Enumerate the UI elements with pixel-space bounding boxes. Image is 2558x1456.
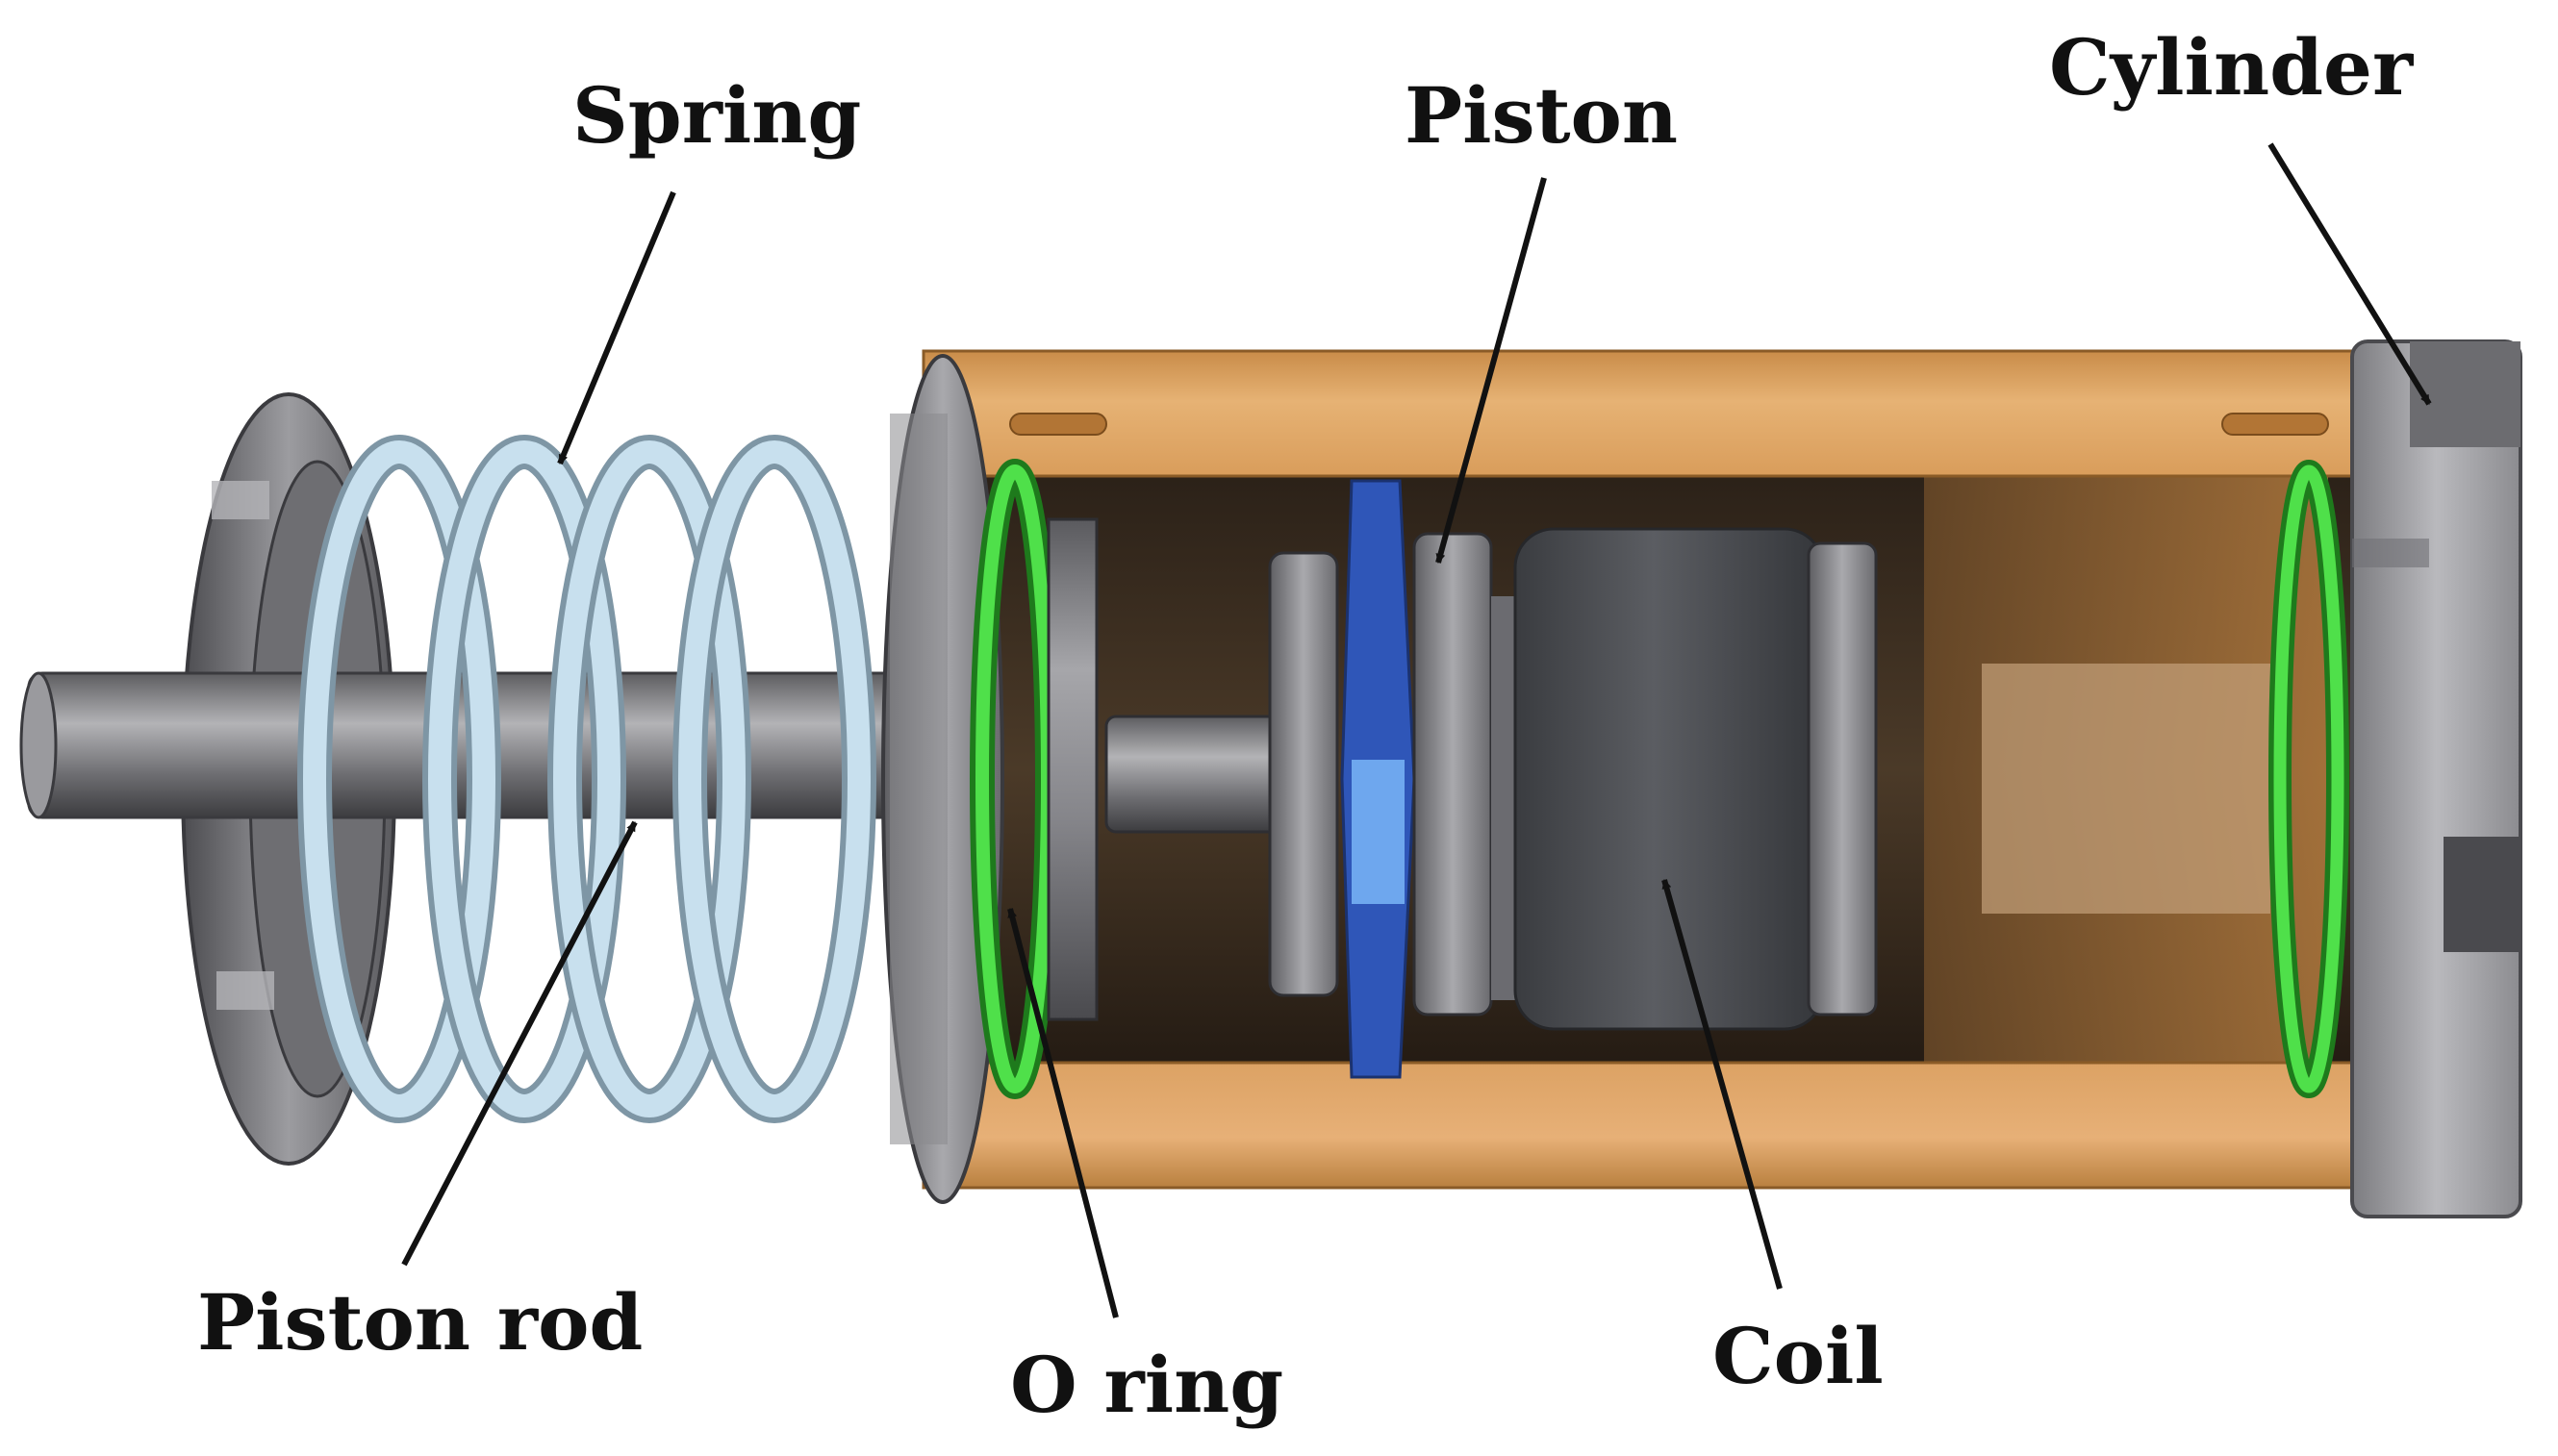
o-ring-right: [2268, 460, 2349, 1098]
arrow-o-ring: [1007, 908, 1119, 1318]
label-o-ring: O ring: [1010, 1340, 1284, 1430]
arrow-piston: [1435, 177, 1547, 564]
arrow-spring: [557, 190, 676, 465]
cylinder-end-cap: [2350, 339, 2522, 1218]
arrow-cylinder: [2267, 142, 2432, 406]
piston-assembly: [1268, 479, 1520, 1079]
inner-bushing: [1047, 517, 1099, 1021]
label-cylinder: Cylinder: [2049, 22, 2414, 113]
label-spring: Spring: [572, 70, 862, 161]
label-coil: Coil: [1712, 1311, 1884, 1401]
coil: [1513, 527, 1878, 1031]
arrow-coil: [1661, 879, 1783, 1290]
spring: [297, 435, 876, 1123]
label-piston: Piston: [1405, 70, 1679, 161]
label-piston-rod: Piston rod: [197, 1277, 644, 1368]
leader-arrows: [401, 142, 2432, 1318]
right-inner-rod: [1982, 664, 2270, 914]
arrow-piston-rod: [401, 820, 638, 1267]
